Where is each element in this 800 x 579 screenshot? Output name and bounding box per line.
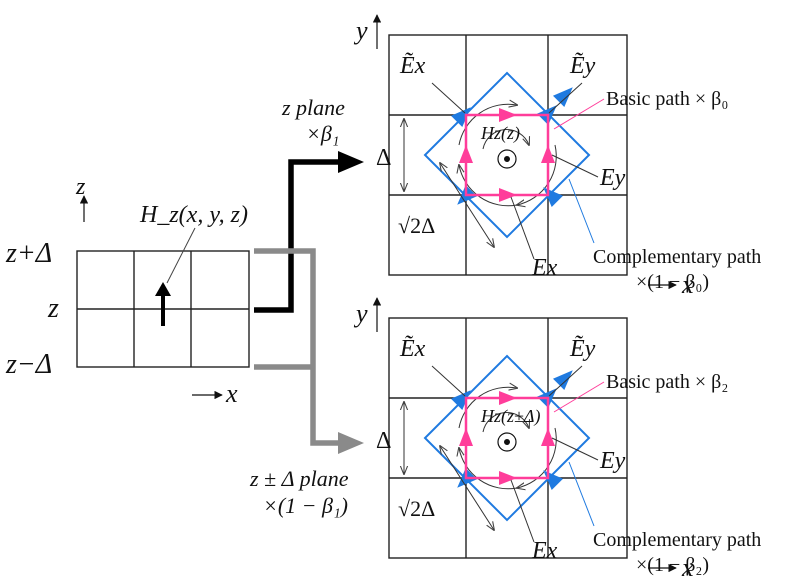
ex-leader — [510, 479, 535, 543]
ex-tilde-label: Ẽx — [399, 336, 426, 362]
complementary-path-square — [423, 354, 591, 522]
basic-arrow-left — [459, 428, 473, 446]
hz-xyz-label: H_z(x, y, z) — [139, 202, 248, 228]
row-label-z-minus-delta: z−Δ — [5, 349, 52, 380]
ey-label: Ey — [599, 165, 626, 191]
ex-tilde-label: Ẽx — [399, 53, 426, 79]
z-pm-plane-branch-arrow — [254, 248, 340, 446]
hz-out-of-plane-circle — [497, 149, 517, 169]
z-plane-beta1: ×β₁ — [306, 121, 339, 146]
z-pm-plane-label: z ± Δ plane — [249, 466, 349, 491]
z-pm-plane-branch-arrowhead — [338, 432, 364, 454]
basic-arrow-right — [541, 428, 555, 446]
z-pm-plane-factor: ×(1 − β₁) — [263, 493, 348, 518]
circulation-arc-top — [458, 387, 517, 429]
z-plane-branch-arrowhead — [338, 151, 364, 173]
basic-arrow-left — [459, 145, 473, 163]
complementary-path-factor: ×(1 − β₂) — [636, 554, 709, 576]
panel-grid-border — [388, 34, 628, 276]
z-plane-label: z plane — [281, 95, 345, 120]
hz-pointer-line — [166, 227, 196, 284]
complementary-path-leader — [568, 461, 595, 527]
hz-out-of-plane-dot — [504, 439, 510, 445]
complementary-path-label: Complementary path — [593, 246, 761, 268]
panel-y-axis-label: y — [353, 299, 368, 328]
basic-path-leader — [553, 98, 605, 130]
left-x-axis-label: x — [225, 379, 238, 408]
complementary-path-factor: ×(1 − β₀) — [636, 271, 709, 293]
panel-grid-border — [388, 317, 628, 559]
row-label-z: z — [47, 293, 59, 324]
sqrt2-delta-arrow — [440, 163, 494, 247]
comp-arrow-lower-left — [457, 184, 478, 205]
hz-cell-arrow — [155, 282, 171, 326]
basic-arrow-right — [541, 145, 555, 163]
ey-tilde-label: Ẽy — [569, 53, 596, 79]
hz-out-of-plane-circle — [497, 432, 517, 452]
ex-tilde-leader — [431, 365, 466, 397]
inner-arc — [482, 129, 529, 150]
ey-tilde-leader — [548, 82, 583, 114]
inner-arc — [482, 412, 529, 433]
basic-path-leader — [553, 381, 605, 413]
ey-leader — [551, 437, 599, 461]
ex-label: Ex — [531, 255, 558, 281]
comp-arrow-outer-right — [552, 87, 573, 108]
ex-label: Ex — [531, 538, 558, 564]
panel-x-axis-label: x — [681, 270, 694, 299]
hz-out-of-plane-dot — [504, 156, 510, 162]
basic-path-label: Basic path × β₂ — [606, 371, 728, 393]
sqrt2-delta-label: √2Δ — [398, 496, 435, 521]
ey-tilde-leader — [548, 365, 583, 397]
z-plane-branch-arrow — [254, 159, 340, 313]
complementary-path-leader — [568, 178, 595, 244]
comp-arrow-upper-left — [450, 107, 471, 128]
sqrt2-delta-arrow — [440, 446, 494, 530]
complementary-path-square — [423, 71, 591, 239]
delta-label: Δ — [376, 145, 391, 171]
sqrt2-delta-label: √2Δ — [398, 213, 435, 238]
basic-arrow-bottom — [499, 188, 517, 202]
delta-label: Δ — [376, 428, 391, 454]
comp-arrow-lower-left — [457, 467, 478, 488]
left-z-axis-label: z — [75, 174, 86, 200]
ey-label: Ey — [599, 448, 626, 474]
panel-y-axis-label: y — [353, 16, 368, 45]
basic-arrow-bottom — [499, 471, 517, 485]
ex-leader — [510, 196, 535, 260]
basic-path-label: Basic path × β₀ — [606, 88, 728, 110]
basic-arrow-top — [499, 391, 517, 405]
row-label-z-plus-delta: z+Δ — [5, 238, 52, 269]
circulation-arc-top — [458, 104, 517, 146]
ey-tilde-label: Ẽy — [569, 336, 596, 362]
center-hz-label: Hz(z) — [480, 123, 520, 144]
ex-tilde-leader — [431, 82, 466, 114]
panel-x-axis-label: x — [681, 553, 694, 579]
comp-arrow-upper-left — [450, 390, 471, 411]
center-hz-label: Hz(z±Δ) — [480, 406, 540, 427]
comp-arrow-outer-right — [552, 370, 573, 391]
basic-arrow-top — [499, 108, 517, 122]
complementary-path-label: Complementary path — [593, 529, 761, 551]
ey-leader — [551, 154, 599, 178]
